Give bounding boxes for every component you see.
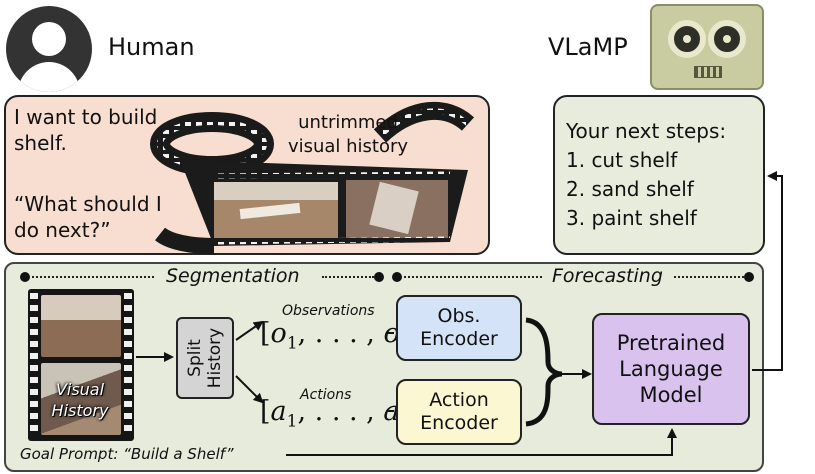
forecasting-rule-right <box>674 276 744 278</box>
film-reel-illustration <box>150 101 475 254</box>
robot-icon <box>650 4 764 90</box>
next-steps-box <box>553 95 765 255</box>
obs-encoder-box: Obs.Encoder <box>396 295 522 361</box>
segmentation-title: Segmentation <box>166 265 300 287</box>
next-steps-title: Your next steps: <box>566 119 727 143</box>
arrow-lm-to-next-steps <box>752 171 783 371</box>
actions-label: Actions <box>300 387 352 403</box>
language-model-label-3: Model <box>639 383 703 407</box>
arrow-split-to-actions <box>235 375 264 404</box>
observations-sequence: [o1, . . . , ot] <box>260 318 417 354</box>
forecasting-end-dot <box>744 272 754 282</box>
obs-encoder-label-1: Obs. <box>437 305 481 327</box>
request-line-1: I want to build <box>14 105 158 129</box>
step-item: 3. paint shelf <box>566 206 697 230</box>
step-item: 1. cut shelf <box>566 148 678 172</box>
arrow-split-to-observations <box>235 320 264 341</box>
language-model-box: Pretrained Language Model <box>592 313 750 425</box>
question-line-2: do next?” <box>14 218 111 242</box>
segmentation-start-dot <box>20 272 30 282</box>
action-encoder-label-1: Action <box>429 389 489 411</box>
arrow-goal-to-lm <box>286 428 677 456</box>
question-line-1: “What should I <box>14 192 162 216</box>
action-encoder-label-2: Encoder <box>420 412 498 434</box>
film-label-visual-history: visual history <box>287 136 409 157</box>
forecasting-rule-left <box>404 276 542 278</box>
step-item: 2. sand shelf <box>566 177 694 201</box>
segmentation-rule-left <box>32 276 154 278</box>
film-label-untrimmed: untrimmed <box>298 112 398 133</box>
human-avatar-icon <box>6 6 92 92</box>
visual-history-label-2: History <box>51 401 109 420</box>
language-model-label-2: Language <box>619 357 723 381</box>
vlamp-label: VLaMP <box>548 33 628 61</box>
forecasting-title: Forecasting <box>552 265 663 287</box>
obs-encoder-label-2: Encoder <box>420 328 498 350</box>
request-line-2: shelf. <box>14 131 67 155</box>
visual-history-label-1: Visual <box>55 380 105 399</box>
observations-label: Observations <box>282 303 375 319</box>
human-label: Human <box>108 33 195 61</box>
goal-prompt: Goal Prompt: “Build a Shelf” <box>20 445 234 463</box>
segmentation-rule-right <box>322 276 374 278</box>
visual-history-filmstrip <box>28 289 134 441</box>
language-model-label-1: Pretrained <box>616 331 726 355</box>
split-history-box: Split History <box>176 317 234 399</box>
forecasting-start-dot <box>392 272 402 282</box>
segmentation-end-dot <box>374 272 384 282</box>
merge-brace <box>525 317 563 427</box>
